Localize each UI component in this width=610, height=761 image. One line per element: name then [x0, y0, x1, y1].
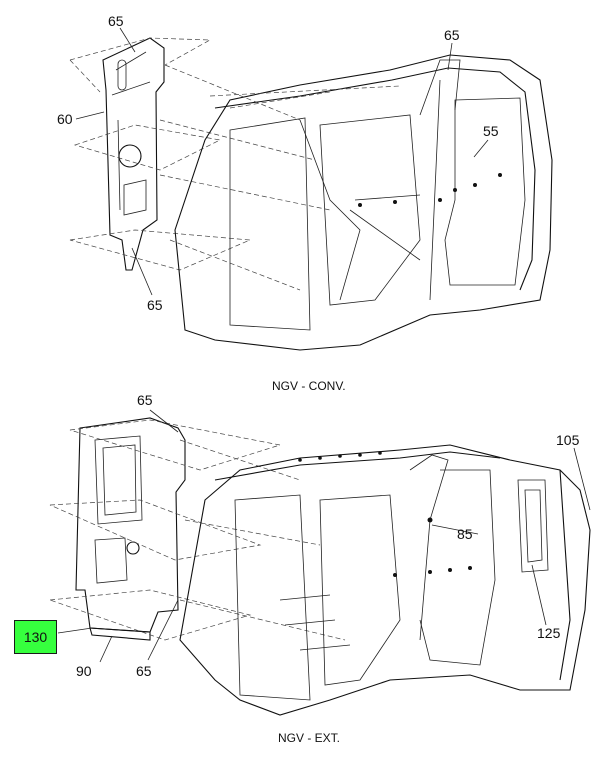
callout-60: 60 [57, 111, 73, 127]
callout-65-bottom-lower: 65 [136, 663, 152, 679]
callout-65-top-right: 65 [444, 27, 460, 43]
callout-65-top-bottom: 65 [147, 297, 163, 313]
top-view-leaders [75, 27, 489, 296]
top-view-caption: NGV - CONV. [272, 379, 346, 393]
bottom-view-drawing [49, 417, 591, 716]
callout-90: 90 [76, 663, 92, 679]
top-view-drawing [69, 37, 553, 351]
callout-55: 55 [483, 123, 499, 139]
callout-105: 105 [556, 432, 580, 448]
highlighted-callout-130[interactable]: 130 [14, 620, 57, 654]
callout-65-top-left: 65 [108, 13, 124, 29]
callout-125: 125 [537, 625, 561, 641]
callout-85: 85 [457, 526, 473, 542]
callout-65-bottom-top: 65 [137, 392, 153, 408]
bottom-view-leaders [57, 409, 591, 663]
bottom-view-caption: NGV - EXT. [278, 731, 340, 745]
